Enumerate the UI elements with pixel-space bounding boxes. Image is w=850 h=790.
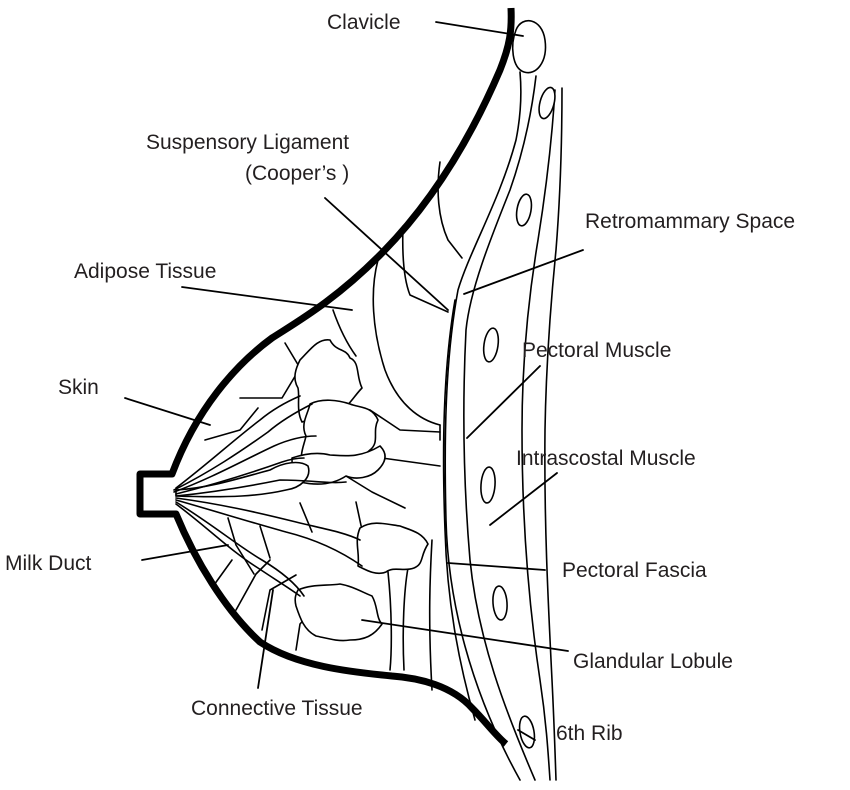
label-suspensory-ligament-sub: (Cooper’s ) bbox=[245, 162, 349, 185]
label-sixth-rib: 6th Rib bbox=[556, 722, 623, 745]
rib bbox=[515, 193, 533, 227]
suspensory-ligament-fiber bbox=[332, 309, 357, 357]
clavicle-bone bbox=[511, 19, 547, 74]
connective-tissue-line bbox=[227, 517, 255, 575]
label-milk-duct: Milk Duct bbox=[5, 552, 92, 575]
glandular-lobules bbox=[175, 339, 429, 642]
glandular-lobule bbox=[175, 461, 310, 498]
label-retromammary-space: Retromammary Space bbox=[585, 210, 795, 233]
leader-line-retromammary-space bbox=[463, 249, 584, 295]
milk-duct bbox=[175, 501, 305, 597]
suspensory-ligament-fiber bbox=[437, 161, 463, 259]
milk-duct bbox=[175, 457, 305, 495]
chest-wall bbox=[442, 19, 563, 781]
leader-line-pectoral-fascia bbox=[447, 562, 546, 571]
retromammary-inner-line bbox=[442, 299, 476, 721]
milk-duct bbox=[173, 403, 313, 491]
rib bbox=[518, 715, 536, 749]
label-pectoral-fascia: Pectoral Fascia bbox=[562, 559, 707, 582]
connective-tissue-line bbox=[299, 502, 313, 533]
labels: Clavicle Suspensory Ligament (Cooper’s )… bbox=[5, 11, 795, 745]
label-pectoral-muscle: Pectoral Muscle bbox=[522, 339, 671, 362]
glandular-lobule bbox=[294, 583, 383, 642]
label-glandular-lobule: Glandular Lobule bbox=[573, 650, 733, 673]
leader-line-pectoral-muscle bbox=[466, 365, 541, 439]
rib bbox=[482, 327, 500, 363]
pectoral-muscle-band-outer bbox=[444, 71, 522, 781]
label-connective-tissue: Connective Tissue bbox=[191, 697, 363, 720]
label-clavicle: Clavicle bbox=[327, 11, 401, 34]
label-adipose-tissue: Adipose Tissue bbox=[74, 260, 216, 283]
leader-line-connective-tissue bbox=[257, 589, 274, 689]
leader-line-glandular-lobule bbox=[361, 619, 569, 652]
connective-tissue-line bbox=[204, 407, 259, 441]
milk-duct bbox=[173, 435, 317, 493]
connective-tissue-line bbox=[402, 567, 409, 671]
milk-duct bbox=[175, 497, 361, 541]
rib bbox=[492, 585, 508, 621]
label-intercostal-muscle: Intrascostal Muscle bbox=[516, 447, 696, 470]
connective-tissue-line bbox=[428, 539, 433, 691]
leader-line-adipose-tissue bbox=[181, 286, 353, 311]
suspensory-ligament-fiber bbox=[372, 259, 441, 426]
suspensory-ligament-fiber bbox=[401, 225, 449, 313]
leader-line-skin bbox=[124, 397, 211, 426]
connective-tissue-line bbox=[369, 409, 441, 433]
rib bbox=[538, 86, 556, 120]
connective-tissue-line bbox=[261, 574, 297, 631]
connective-tissue-line bbox=[259, 525, 271, 559]
pectoral-muscle-band-mid bbox=[463, 75, 537, 781]
connective-tissue-line bbox=[235, 559, 271, 611]
pectoral-muscle-band-inner bbox=[521, 89, 556, 781]
label-skin: Skin bbox=[58, 376, 99, 399]
leader-line-suspensory-ligament bbox=[324, 197, 449, 311]
leader-lines bbox=[124, 21, 584, 741]
label-suspensory-ligament: Suspensory Ligament bbox=[146, 131, 349, 154]
milk-duct bbox=[175, 499, 363, 567]
leader-line-clavicle bbox=[435, 21, 524, 37]
connective-tissue-line bbox=[213, 559, 233, 586]
connective-tissue-line bbox=[387, 571, 393, 671]
leader-line-milk-duct bbox=[141, 544, 229, 561]
rib-column-line bbox=[544, 87, 563, 781]
rib bbox=[480, 466, 496, 504]
glandular-lobule bbox=[294, 339, 363, 423]
leader-line-intercostal-muscle bbox=[489, 472, 558, 526]
milk-ducts bbox=[173, 395, 363, 597]
skin-outline-path bbox=[136, 7, 515, 747]
milk-duct bbox=[175, 479, 347, 497]
connective-tissue-line bbox=[355, 501, 363, 531]
leader-line-sixth-rib bbox=[517, 729, 536, 741]
connective-tissue-line bbox=[345, 475, 406, 509]
internal-tissue bbox=[204, 161, 463, 691]
glandular-lobule bbox=[356, 522, 429, 575]
milk-duct bbox=[175, 503, 301, 597]
skin-outline bbox=[136, 7, 515, 747]
milk-duct bbox=[175, 395, 301, 489]
connective-tissue-line bbox=[381, 457, 441, 467]
